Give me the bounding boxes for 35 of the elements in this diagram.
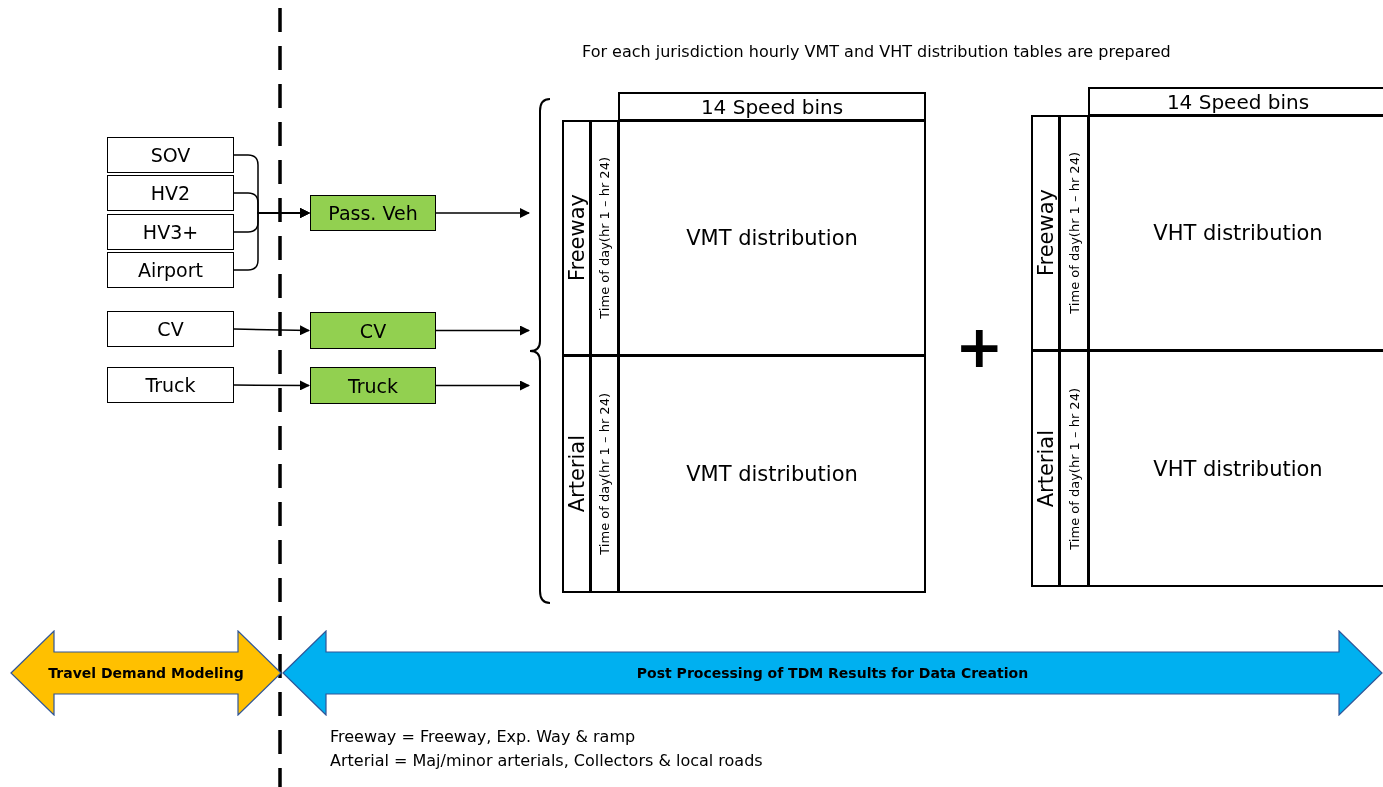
table-cell: VMT distribution	[618, 120, 926, 356]
row-header-cell: Freeway	[1031, 115, 1060, 351]
process-box: Pass. Veh	[310, 195, 436, 231]
row-header-cell: Time of day(hr 1 – hr 24)	[590, 120, 619, 356]
arrow	[233, 380, 310, 391]
table-cell: VHT distribution	[1088, 350, 1383, 587]
process-box: Truck	[310, 367, 436, 404]
arrow	[435, 380, 530, 391]
arrow-label: Travel Demand Modeling	[48, 665, 244, 681]
label-box: CV	[107, 311, 234, 347]
process-box: CV	[310, 312, 436, 349]
label-box: Truck	[107, 367, 234, 403]
row-header-cell: Arterial	[562, 355, 591, 593]
header-cell: 14 Speed bins	[618, 92, 926, 121]
title: For each jurisdiction hourly VMT and VHT distribution tables are prepared	[582, 42, 1171, 61]
label-box: Airport	[107, 252, 234, 288]
row-header-cell: Time of day(hr 1 – hr 24)	[590, 355, 619, 593]
label-box: HV3+	[107, 214, 234, 250]
label-box: SOV	[107, 137, 234, 173]
row-header-cell: Freeway	[562, 120, 591, 356]
note: Arterial = Maj/minor arterials, Collectors & local roads	[330, 751, 763, 770]
arrow	[435, 208, 530, 218]
table-cell: VMT distribution	[618, 355, 926, 593]
arrow	[435, 325, 530, 336]
row-header-cell: Time of day(hr 1 – hr 24)	[1059, 115, 1089, 351]
arrow-label: Post Processing of TDM Results for Data Creation	[636, 665, 1029, 681]
arrow	[233, 208, 310, 271]
header-cell: 14 Speed bins	[1088, 87, 1383, 116]
plus-sign: +	[955, 318, 1004, 376]
label-box: HV2	[107, 175, 234, 211]
table-cell: VHT distribution	[1088, 115, 1383, 351]
row-header-cell: Arterial	[1031, 350, 1060, 587]
row-header-cell: Time of day(hr 1 – hr 24)	[1059, 350, 1089, 587]
arrow	[233, 325, 310, 336]
note: Freeway = Freeway, Exp. Way & ramp	[330, 727, 636, 746]
